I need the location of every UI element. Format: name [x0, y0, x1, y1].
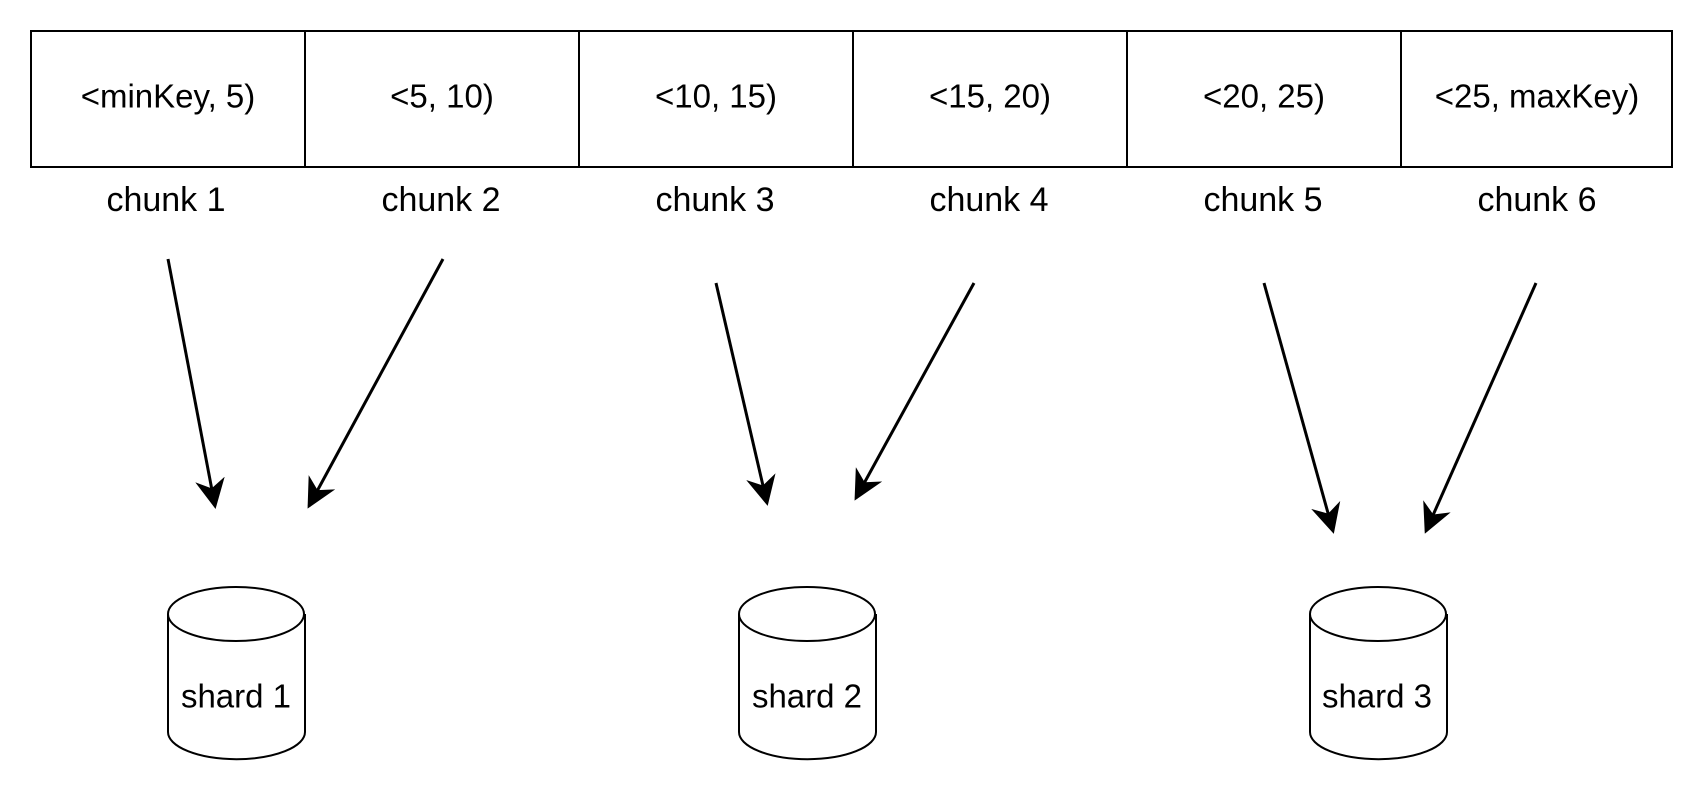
- database-icon: [167, 614, 306, 761]
- shard-2-cylinder: shard 2: [738, 586, 877, 761]
- arrow-chunk-1-to-shard-1: [166, 258, 225, 509]
- database-icon: [738, 614, 877, 761]
- chunk-5-range: <20, 25): [1203, 78, 1325, 115]
- cylinder-top: [738, 586, 876, 642]
- chunk-3-range: <10, 15): [655, 78, 777, 115]
- shard-3-label: shard 3: [1322, 678, 1432, 715]
- chunk-table: <minKey, 5) <5, 10) <10, 15) <15, 20) <2…: [30, 30, 1673, 168]
- shard-2-label: shard 2: [752, 678, 862, 715]
- chunk-labels: chunk 1 chunk 2 chunk 3 chunk 4 chunk 5 …: [106, 181, 1596, 219]
- chunk-4-label: chunk 4: [929, 181, 1048, 219]
- shard-1-label: shard 1: [181, 678, 291, 715]
- cylinder-top: [167, 586, 305, 642]
- arrow-chunk-4-to-shard-2: [854, 282, 976, 501]
- shard-1-cylinder: shard 1: [167, 586, 306, 761]
- shard-3-cylinder: shard 3: [1309, 586, 1448, 761]
- assignment-arrows: [166, 258, 1538, 534]
- cylinder-top: [1309, 586, 1447, 642]
- chunk-6-label: chunk 6: [1477, 181, 1596, 219]
- arrow-chunk-6-to-shard-3: [1423, 282, 1538, 534]
- arrow-chunk-2-to-shard-1: [307, 258, 445, 509]
- chunk-2-label: chunk 2: [381, 181, 500, 219]
- chunk-1-range: <minKey, 5): [81, 78, 256, 115]
- database-icon: [1309, 614, 1448, 761]
- chunk-3-label: chunk 3: [655, 181, 774, 219]
- arrow-chunk-5-to-shard-3: [1262, 282, 1341, 534]
- chunk-1-label: chunk 1: [106, 181, 225, 219]
- chunk-6-range: <25, maxKey): [1435, 78, 1640, 115]
- chunk-5-label: chunk 5: [1203, 181, 1322, 219]
- arrow-chunk-3-to-shard-2: [714, 282, 776, 506]
- chunk-4-range: <15, 20): [929, 78, 1051, 115]
- chunk-table-border: [30, 30, 1673, 168]
- chunk-2-range: <5, 10): [390, 78, 494, 115]
